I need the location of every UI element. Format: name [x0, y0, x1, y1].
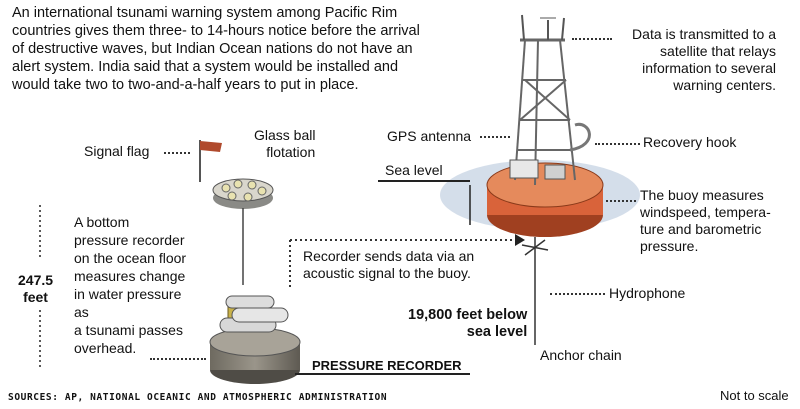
- recovery-hook: [570, 124, 589, 150]
- buoy-measures-label: The buoy measures windspeed, tempera- tu…: [640, 187, 771, 255]
- deck-equipment: [510, 160, 538, 178]
- pressure-recorder-device: [210, 296, 300, 384]
- signal-arrow-head: [515, 234, 525, 246]
- recovery-hook-label: Recovery hook: [643, 134, 736, 151]
- data-transmitted-label: Data is transmitted to a satellite that …: [618, 26, 776, 94]
- hydrophone-label: Hydrophone: [609, 285, 685, 302]
- pressure-recorder-label: PRESSURE RECORDER: [312, 357, 462, 374]
- depth-large-label: 19,800 feet below sea level: [408, 307, 527, 341]
- hydrophone-device: [522, 237, 548, 265]
- gps-antenna-label: GPS antenna: [387, 128, 471, 145]
- recorder-sends-label: Recorder sends data via an acoustic sign…: [303, 248, 474, 282]
- anchor-chain-label: Anchor chain: [540, 347, 622, 364]
- depth-small-label: 247.5 feet: [18, 272, 53, 306]
- glass-ball-label: Glass ball flotation: [254, 127, 315, 161]
- sea-level-label: Sea level: [385, 162, 443, 179]
- signal-flag: [200, 140, 222, 182]
- sources-credit: SOURCES: AP, NATIONAL OCEANIC AND ATMOSP…: [8, 392, 387, 403]
- antennas: [522, 15, 564, 40]
- not-to-scale-note: Not to scale: [720, 388, 789, 403]
- glass-ball-flotation: [213, 179, 273, 209]
- bottom-recorder-description: A bottom pressure recorder on the ocean …: [74, 213, 186, 357]
- signal-flag-label: Signal flag: [84, 143, 149, 160]
